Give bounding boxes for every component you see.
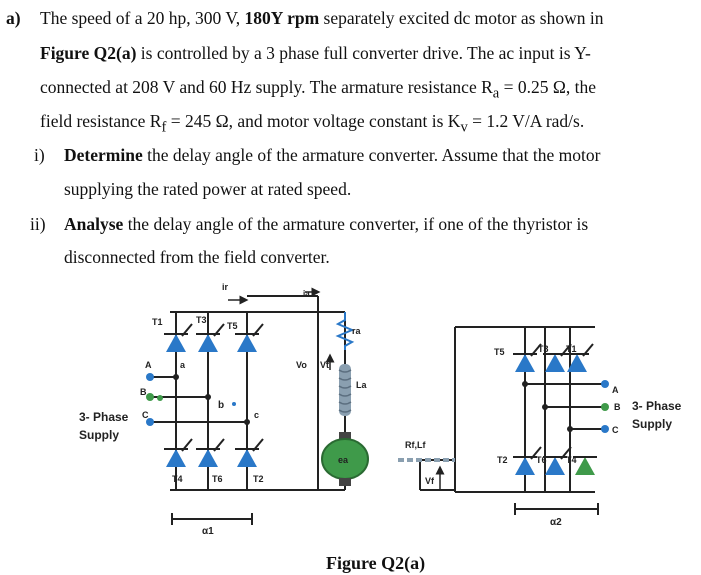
question-line-3: connected at 208 V and 60 Hz supply. The… xyxy=(40,77,597,102)
field-converter xyxy=(419,326,605,493)
thyristor-t5 xyxy=(235,323,264,352)
label-c: c xyxy=(254,410,259,420)
label-phase-c-right: C xyxy=(612,425,619,435)
label-alpha1: α1 xyxy=(202,526,214,537)
right-thyristors xyxy=(513,343,597,475)
armature-inductor xyxy=(338,364,352,416)
label-rt6: T6 xyxy=(536,455,547,465)
left-thyristors xyxy=(164,323,264,467)
label-t6: T6 xyxy=(212,474,223,484)
label-a: a xyxy=(180,360,186,370)
thyristor-t2 xyxy=(235,438,264,467)
subquestion-i-line-2: supplying the rated power at rated speed… xyxy=(64,179,352,199)
label-rt1: T1 xyxy=(566,344,577,354)
figure-reference: Figure Q2(a) xyxy=(40,43,137,63)
alpha1-indicator xyxy=(171,513,253,525)
figure-caption: Figure Q2(a) xyxy=(326,553,426,573)
thyristor-rt5 xyxy=(513,343,542,372)
label-vt: Vt xyxy=(320,360,329,370)
label-rt3: T3 xyxy=(538,344,549,354)
label-t2: T2 xyxy=(253,474,264,484)
thyristor-t6 xyxy=(196,438,225,467)
thyristor-rt4 xyxy=(573,456,597,475)
thyristor-t4 xyxy=(164,438,193,467)
label-rf-lf: Rf,Lf xyxy=(405,440,426,450)
label-rt2: T2 xyxy=(497,455,508,465)
label-t5: T5 xyxy=(227,321,238,331)
alpha2-indicator xyxy=(514,503,599,515)
armature-resistor xyxy=(335,312,355,350)
dc-motor xyxy=(321,432,369,486)
label-phase-b-right: B xyxy=(614,402,621,412)
right-phase-terminals xyxy=(522,380,609,433)
subquestion-i-label: i) xyxy=(34,145,45,165)
label-b: b xyxy=(218,400,224,411)
thyristor-rt1 xyxy=(565,343,594,372)
question-label: a) xyxy=(6,8,21,28)
question-line-4: field resistance Rf = 245 Ω, and motor v… xyxy=(40,111,585,136)
label-alpha2: α2 xyxy=(550,517,562,528)
label-t1: T1 xyxy=(152,317,163,327)
label-phase-a-right: A xyxy=(612,385,619,395)
label-phase-c-upper: C xyxy=(142,410,149,420)
thyristor-rt6 xyxy=(543,446,572,475)
label-rt4: T4 xyxy=(566,455,577,465)
left-phase-terminals xyxy=(146,373,250,426)
subquestion-i-line-1: Determine the delay angle of the armatur… xyxy=(64,145,601,165)
subquestion-ii-label: ii) xyxy=(30,214,46,234)
label-ia: ia xyxy=(303,289,310,298)
thyristor-t1 xyxy=(164,323,193,352)
label-ea: ea xyxy=(338,455,349,465)
thyristor-rt3 xyxy=(543,343,572,372)
right-supply-line-1: 3- Phase xyxy=(632,399,682,413)
label-t4: T4 xyxy=(172,474,183,484)
label-phase-b-upper: B xyxy=(140,387,147,397)
label-ra: ra xyxy=(352,326,362,336)
label-ir: ir xyxy=(222,282,229,292)
label-t3: T3 xyxy=(196,315,207,325)
subquestion-ii-line-1: Analyse the delay angle of the armature … xyxy=(64,214,589,234)
thyristor-rt2 xyxy=(513,446,542,475)
circuit-diagram: T1 T3 T5 T4 T6 T2 A B C a b c ir ia Vo V… xyxy=(79,282,682,537)
question-line-2: Figure Q2(a) is controlled by a 3 phase … xyxy=(40,43,591,63)
label-rt5: T5 xyxy=(494,347,505,357)
label-la: La xyxy=(356,380,367,390)
right-supply-line-2: Supply xyxy=(632,417,672,431)
label-phase-a-upper: A xyxy=(145,360,152,370)
left-supply-line-2: Supply xyxy=(79,428,119,442)
question-line-1: The speed of a 20 hp, 300 V, 180Y rpm se… xyxy=(40,8,604,28)
left-supply-line-1: 3- Phase xyxy=(79,410,129,424)
label-vf: Vf xyxy=(425,476,435,486)
label-vo: Vo xyxy=(296,360,307,370)
thyristor-t3 xyxy=(196,323,225,352)
subquestion-ii-line-2: disconnected from the field converter. xyxy=(64,247,330,267)
